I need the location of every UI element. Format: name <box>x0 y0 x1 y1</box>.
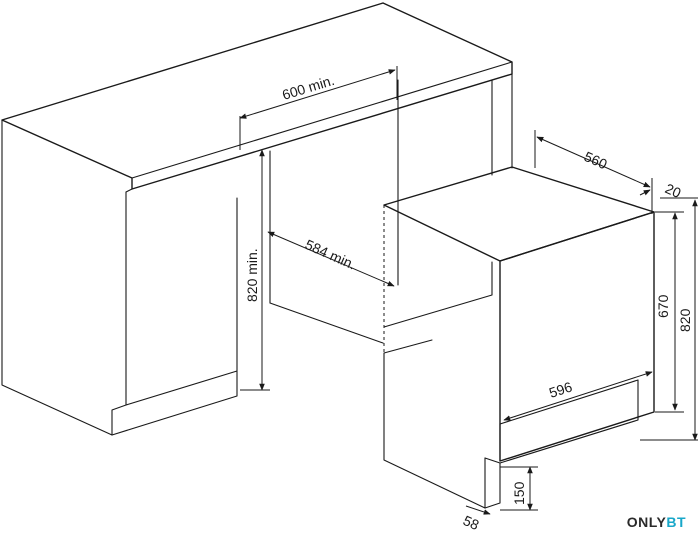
left-cabinet <box>1 132 127 436</box>
dimension-lines <box>239 66 698 515</box>
worktop <box>1 2 513 190</box>
label-appliance-width: 596 <box>547 378 574 401</box>
label-appliance-depth: 560 <box>582 148 610 172</box>
watermark-part2: BT <box>666 514 686 530</box>
label-appliance-body-height: 670 <box>655 294 671 318</box>
label-plinth-height: 150 <box>511 481 527 505</box>
label-plinth-depth: 58 <box>461 512 482 533</box>
label-niche-depth: 584 min. <box>303 236 359 272</box>
label-niche-width: 600 min. <box>280 72 336 103</box>
watermark-part1: ONLY <box>626 514 667 530</box>
label-appliance-total-height: 820 <box>677 308 693 332</box>
dishwasher-door <box>499 211 655 462</box>
plinth <box>484 457 501 509</box>
label-door-thickness: 20 <box>663 180 684 201</box>
kitchen-cabinet <box>1 2 513 436</box>
label-niche-height: 820 min. <box>244 248 260 302</box>
onlybt-watermark: ONLYBT <box>627 514 686 530</box>
dishwasher-top <box>383 166 655 262</box>
dishwasher <box>383 166 655 509</box>
